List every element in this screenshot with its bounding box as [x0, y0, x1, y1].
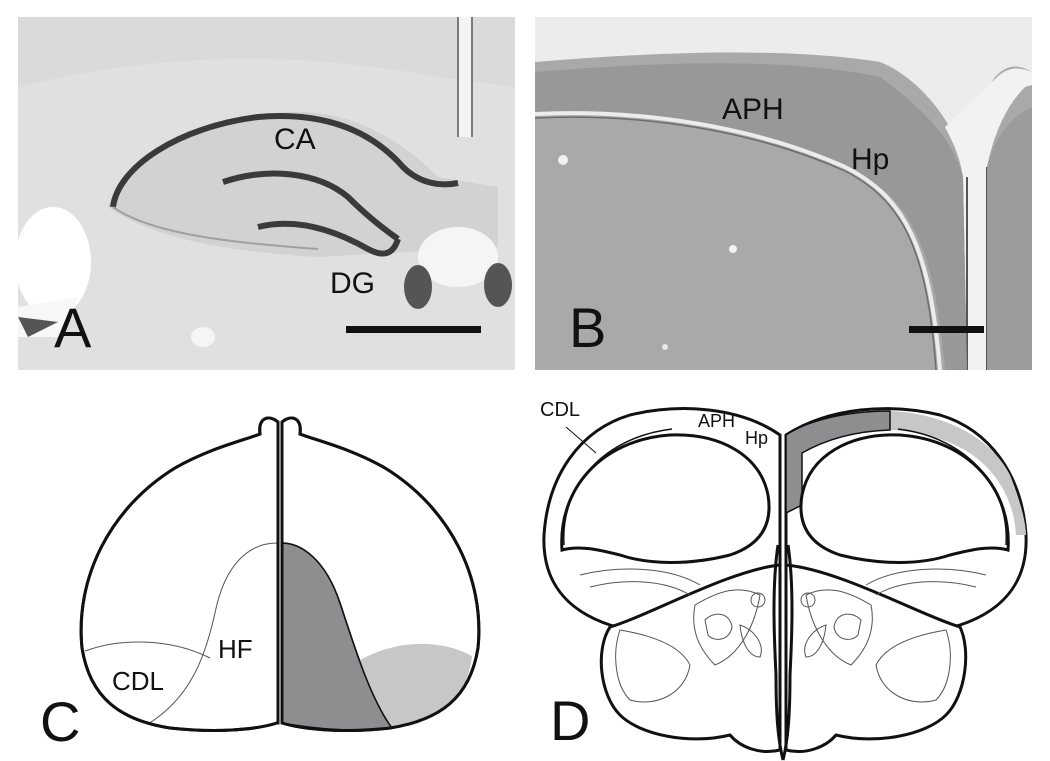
- panel-b-tissue: [535, 17, 1032, 370]
- panel-a-letter: A: [54, 296, 92, 359]
- panel-c-schematic: HF CDL C: [40, 398, 520, 761]
- panel-c-cdl-outline: [84, 641, 211, 659]
- panel-d-schematic: CDL APH Hp D: [540, 395, 1040, 761]
- panel-c-label-hf: HF: [218, 634, 253, 664]
- panel-d-cdl-shaded-region: [890, 411, 1026, 535]
- panel-d-drawing: [542, 407, 1028, 761]
- panel-a-tissue: [18, 17, 515, 370]
- panel-a-scale-bar: [346, 326, 481, 333]
- panel-d-right-ventricle: [799, 433, 1010, 564]
- panel-b-letter: B: [569, 296, 607, 359]
- panel-d-label-cdl: CDL: [540, 399, 581, 421]
- panel-d-left-ventricle: [560, 433, 771, 564]
- panel-d-label-hp: Hp: [745, 428, 769, 448]
- panel-a-micrograph: CA DG A: [18, 17, 515, 370]
- panel-c-hf-outline: [147, 542, 278, 725]
- panel-b-label-hp: Hp: [851, 143, 890, 176]
- panel-b-scale-bar: [909, 326, 984, 333]
- panel-d-hp-aph-shaded-region: [785, 410, 891, 515]
- panel-c-label-cdl: CDL: [112, 666, 165, 696]
- panel-d-label-aph: APH: [698, 411, 736, 431]
- panel-c-letter: C: [40, 690, 81, 753]
- panel-d-cdl-leader-line: [565, 426, 597, 454]
- panel-d-letter: D: [550, 689, 591, 752]
- panel-a-label-dg: DG: [330, 267, 375, 300]
- panel-b-label-aph: APH: [722, 93, 784, 126]
- panel-a-label-ca: CA: [274, 123, 316, 156]
- panel-b-micrograph: APH Hp B: [535, 17, 1032, 370]
- panel-c-drawing: [79, 416, 481, 732]
